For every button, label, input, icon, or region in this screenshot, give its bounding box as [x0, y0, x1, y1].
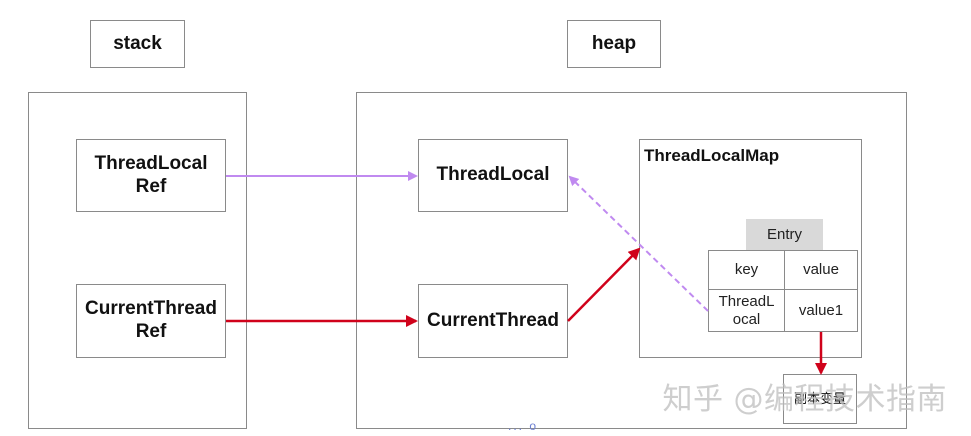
entry-value-header-label: value — [803, 261, 839, 279]
entry-header-label: Entry — [766, 226, 802, 243]
threadlocal-ref-label: ThreadLocal Ref — [94, 152, 208, 197]
currentthread-ref-label: CurrentThread Ref — [85, 298, 217, 342]
entry-value-cell: value1 — [784, 289, 858, 332]
threadlocal-ref-box: ThreadLocal Ref — [76, 139, 226, 212]
watermark: 知乎 @编程技术指南 — [662, 382, 947, 417]
entry-value-label: value1 — [798, 301, 844, 319]
stack-header: stack — [90, 20, 185, 68]
stack-container — [28, 92, 247, 429]
heap-header-label: heap — [591, 32, 637, 54]
entry-key-cell: ThreadL ocal — [708, 289, 785, 332]
threadlocal-label: ThreadLocal — [436, 164, 550, 186]
currentthread-ref-box: CurrentThread Ref — [76, 284, 226, 358]
heap-container — [356, 92, 907, 429]
stack-header-label: stack — [113, 32, 162, 54]
entry-key-header-label: key — [734, 261, 759, 279]
heap-header: heap — [567, 20, 661, 68]
entry-header: Entry — [746, 219, 823, 250]
currentthread-label: CurrentThread — [427, 309, 559, 331]
entry-key-header-cell: key — [708, 250, 785, 290]
bottom-mark: ... o — [508, 419, 539, 433]
currentthread-box: CurrentThread — [418, 284, 568, 358]
entry-value-header-cell: value — [784, 250, 858, 290]
copy-variable-label: 副本变量 — [793, 391, 846, 407]
entry-key-label: ThreadL ocal — [718, 293, 775, 328]
threadlocal-box: ThreadLocal — [418, 139, 568, 212]
copy-variable-box: 副本变量 — [783, 374, 857, 424]
threadlocalmap-title: ThreadLocalMap — [644, 146, 780, 165]
